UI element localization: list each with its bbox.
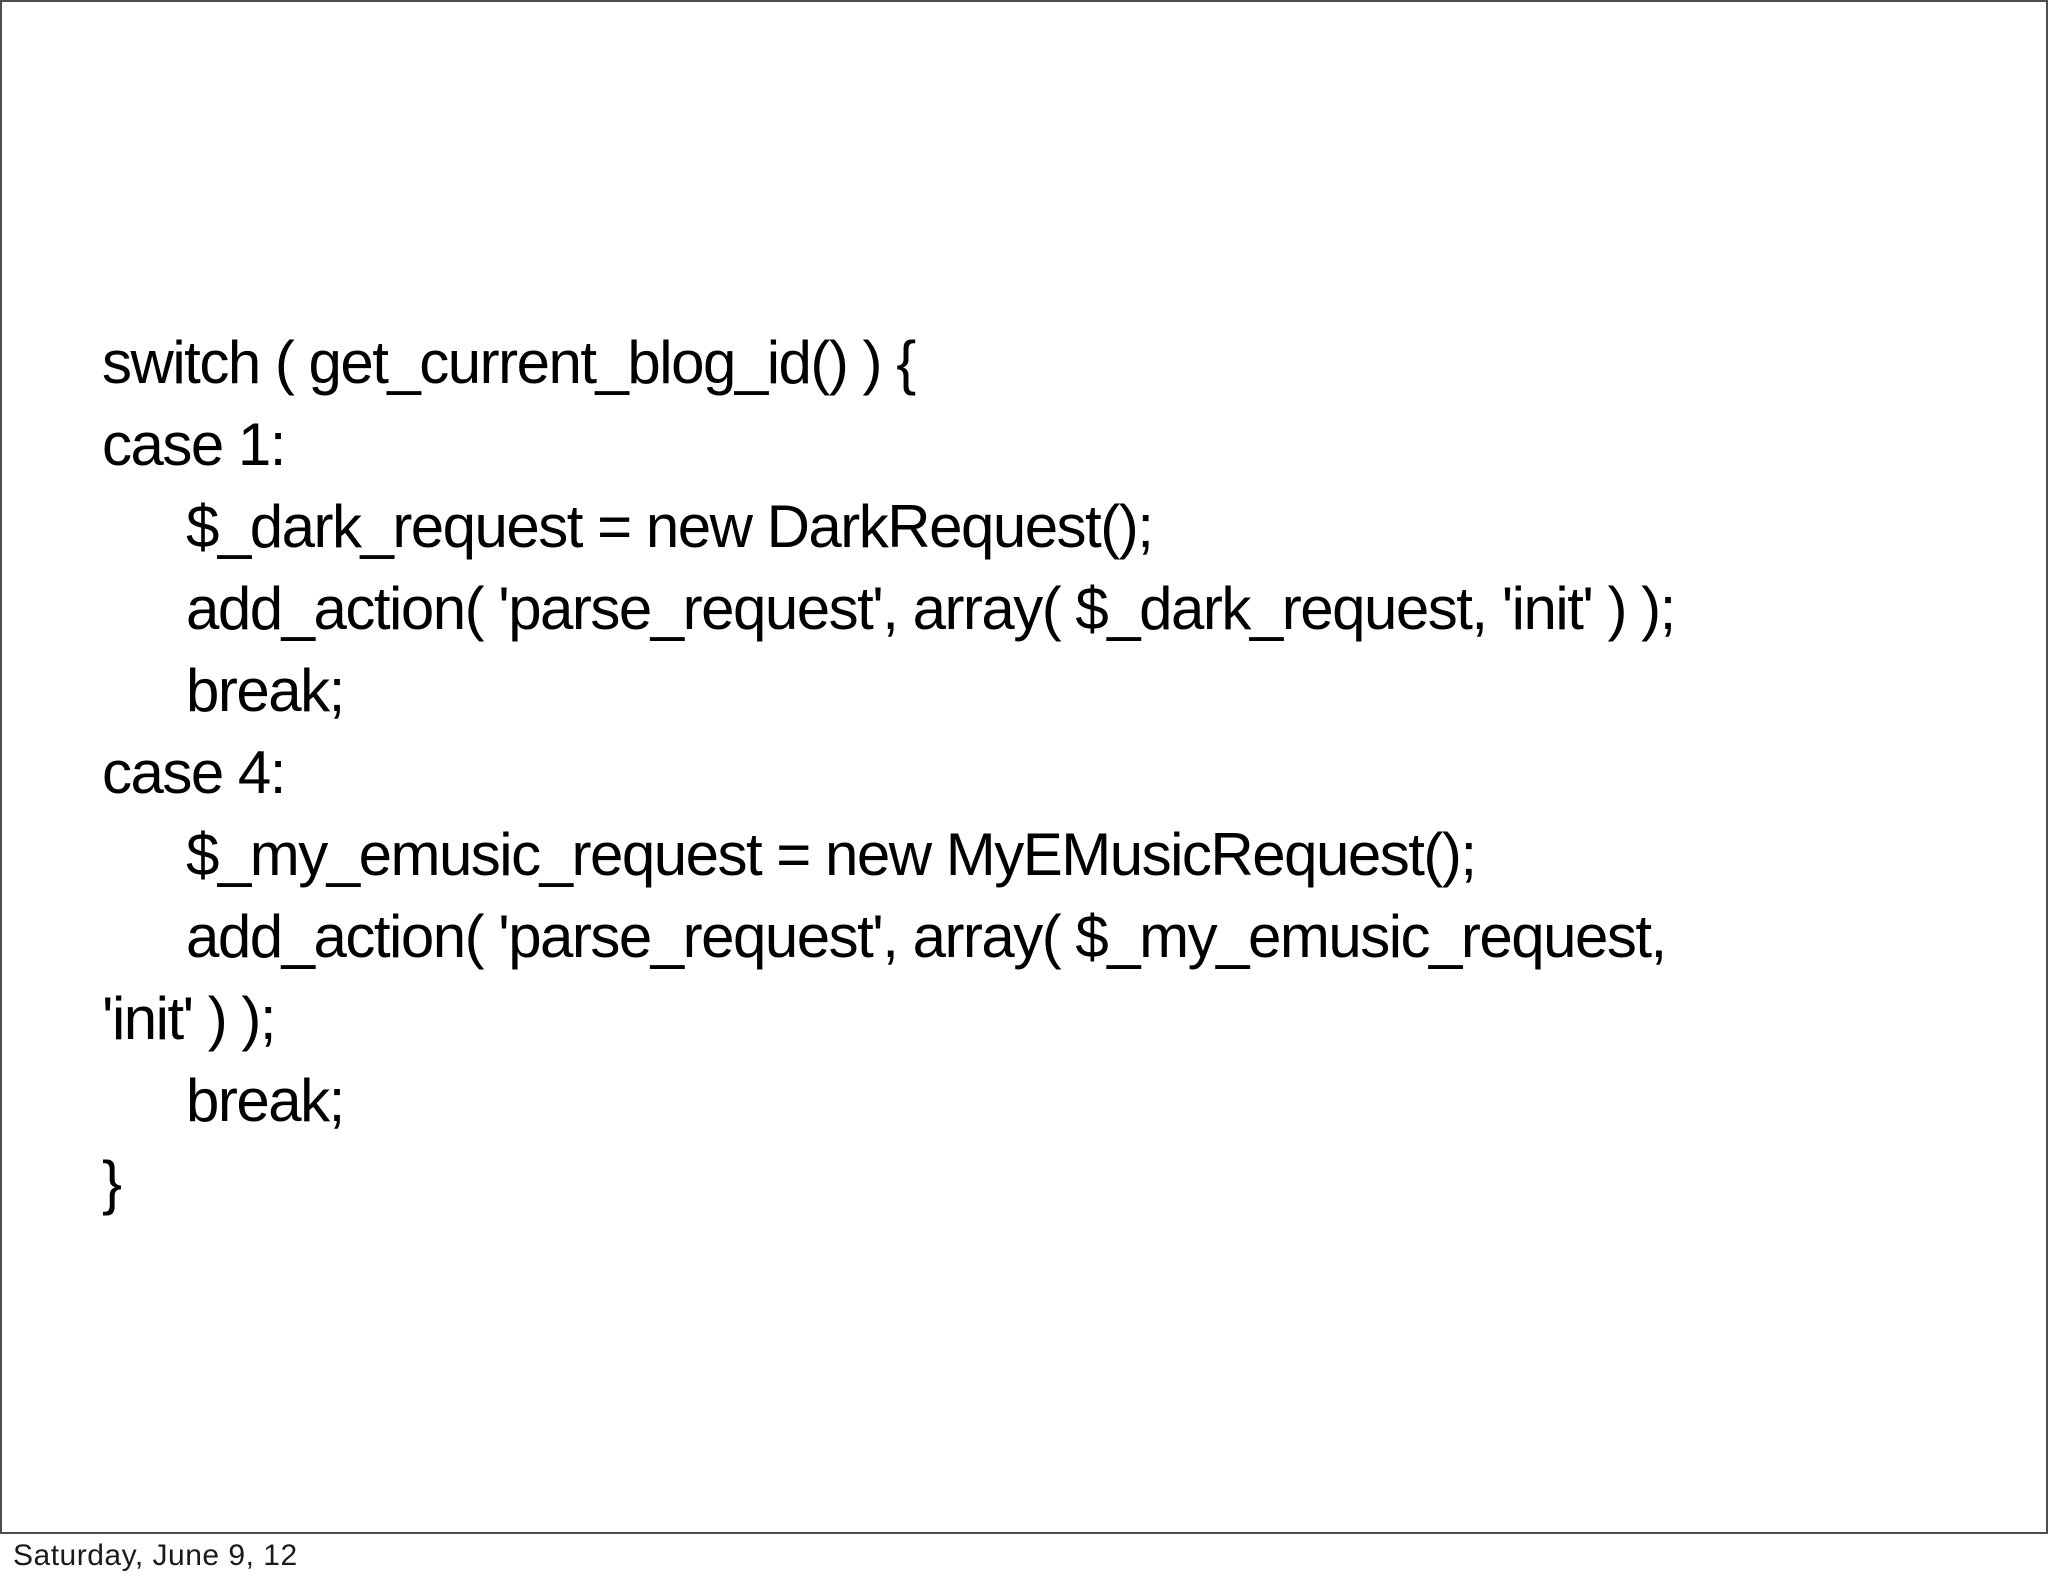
slide-canvas: switch ( get_current_blog_id() ) { case 1…: [0, 0, 2048, 1534]
code-line: switch ( get_current_blog_id() ) {: [102, 329, 916, 396]
code-line: break;: [186, 657, 345, 724]
code-line: $_my_emusic_request = new MyEMusicReques…: [186, 821, 1477, 888]
code-line: add_action( 'parse_request', array( $_my…: [186, 903, 1667, 970]
slide-date-label: Saturday, June 9, 12: [13, 1539, 298, 1572]
code-line: 'init' ) );: [102, 985, 277, 1052]
code-line: break;: [186, 1067, 345, 1134]
code-line: case 1:: [102, 411, 286, 478]
code-line: $_dark_request = new DarkRequest();: [186, 493, 1154, 560]
code-block: switch ( get_current_blog_id() ) { case 1…: [102, 322, 2026, 1224]
footer-strip: Saturday, June 9, 12: [0, 1536, 2048, 1576]
code-line: add_action( 'parse_request', array( $_da…: [186, 575, 1676, 642]
code-line: }: [102, 1149, 122, 1216]
code-line: case 4:: [102, 739, 286, 806]
